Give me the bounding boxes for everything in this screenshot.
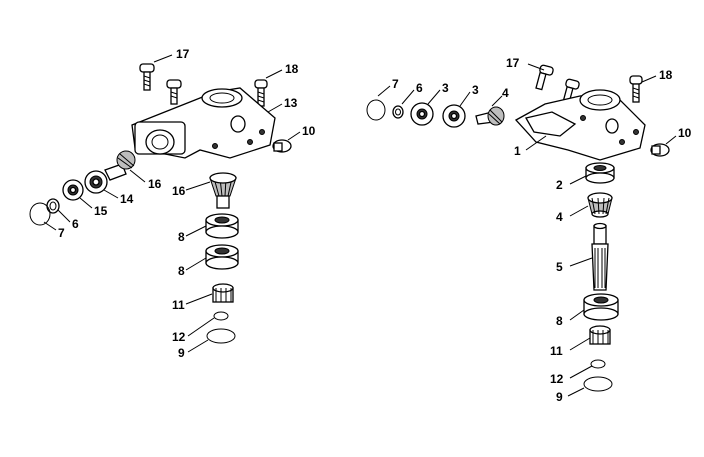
plug-10-left (272, 139, 292, 153)
callout-10-right: 10 (678, 126, 692, 140)
callout-8-right: 8 (556, 314, 563, 328)
washer-12-right (590, 359, 606, 369)
screw-17-right-a (535, 64, 554, 91)
spline-gear-11-left (212, 283, 234, 303)
ball-bearing-15 (62, 179, 84, 201)
callout-5: 5 (556, 260, 563, 274)
callout-16-vertical: 16 (172, 184, 186, 198)
screw-17-left-b (166, 79, 182, 105)
circlip-9-right (583, 376, 613, 392)
callout-18-left: 18 (285, 62, 299, 76)
ball-bearing-8-right (583, 293, 619, 321)
washer-6-right (392, 105, 404, 119)
callout-6-right: 6 (416, 81, 423, 95)
ball-bearing-3-a (410, 102, 434, 126)
ball-bearing-3-b (442, 104, 466, 128)
bevel-gear-16-vertical (209, 172, 237, 209)
screw-18-left (254, 79, 268, 107)
callout-10-left: 10 (302, 124, 316, 138)
callout-4-vertical: 4 (556, 210, 563, 224)
spline-gear-11-right (589, 325, 611, 345)
washer-6-left (46, 198, 60, 214)
circlip-9-left (206, 328, 236, 344)
callout-3-a: 3 (442, 81, 449, 95)
ball-bearing-2 (585, 162, 615, 184)
callout-17-left: 17 (176, 47, 190, 61)
screw-18-right (629, 75, 643, 103)
callout-6-left: 6 (72, 217, 79, 231)
gear-housing-13 (131, 87, 276, 159)
callout-3-b: 3 (472, 83, 479, 97)
circlip-7-left (29, 202, 51, 226)
washer-12-left (213, 311, 229, 321)
callout-2: 2 (556, 178, 563, 192)
screw-17-left-a (139, 63, 155, 91)
bevel-pinion-4-horizontal (475, 106, 505, 126)
callout-17-right: 17 (506, 56, 520, 70)
callout-4-horizontal: 4 (502, 86, 509, 100)
callout-7-right: 7 (392, 77, 399, 91)
circlip-7-right (366, 99, 386, 121)
leader-lines (43, 54, 677, 397)
ball-bearing-8-left-b (205, 244, 239, 270)
callout-7-left: 7 (58, 226, 65, 240)
callout-14: 14 (120, 192, 134, 206)
bevel-gear-4-vertical (587, 192, 613, 218)
callout-18-right: 18 (659, 68, 673, 82)
ball-bearing-14 (84, 170, 108, 194)
plug-10-right (650, 143, 670, 157)
callout-12-left: 12 (172, 330, 186, 344)
bevel-pinion-16-horizontal (104, 150, 136, 181)
callout-11-left: 11 (172, 298, 185, 312)
output-shaft-5 (591, 222, 609, 291)
callout-8-left-a: 8 (178, 230, 185, 244)
gear-housing-1 (514, 89, 646, 161)
callout-15: 15 (94, 204, 108, 218)
callout-1: 1 (514, 144, 521, 158)
callout-9-left: 9 (178, 346, 185, 360)
callout-16-horizontal: 16 (148, 177, 162, 191)
callout-11-right: 11 (550, 344, 563, 358)
callout-13: 13 (284, 96, 298, 110)
callout-8-left-b: 8 (178, 264, 185, 278)
ball-bearing-8-left-a (205, 213, 239, 239)
callout-9-right: 9 (556, 390, 563, 404)
callout-12-right: 12 (550, 372, 564, 386)
